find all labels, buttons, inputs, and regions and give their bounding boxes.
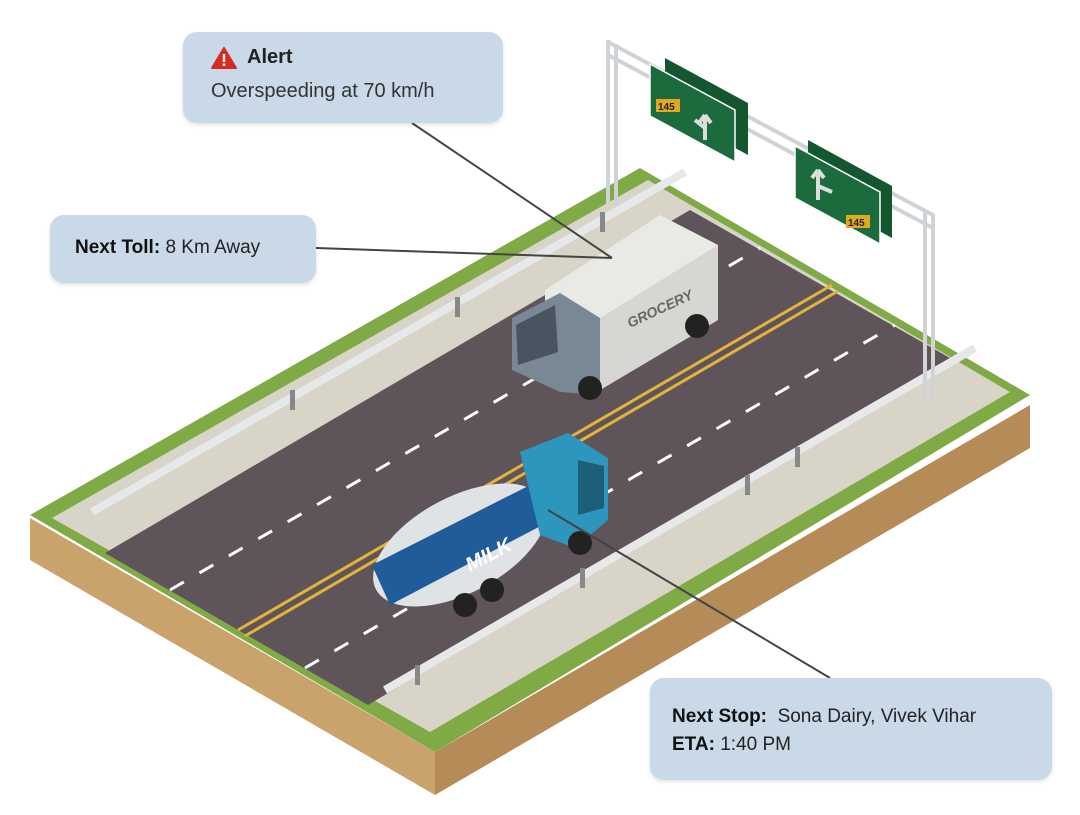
sign-number: 145 — [658, 102, 675, 113]
alert-callout: Alert Overspeeding at 70 km/h — [183, 32, 503, 123]
soil-left-face — [30, 518, 435, 795]
next-stop-label: Next Stop: — [672, 706, 767, 727]
direction-sign-1: 145 — [649, 58, 748, 164]
alert-connector — [411, 122, 613, 259]
alert-message: Overspeeding at 70 km/h — [211, 80, 435, 102]
warning-triangle-icon — [211, 46, 237, 69]
guardrail-left — [90, 168, 687, 516]
eta-value: 1:40 PM — [720, 734, 791, 755]
grocery-truck: GROCERY — [512, 215, 718, 400]
soil-right-face — [435, 405, 1030, 795]
stop-connector — [547, 509, 831, 679]
milk-tanker: MILK — [372, 433, 608, 617]
next-toll-label: Next Toll: — [75, 237, 161, 258]
sign-number: 145 — [848, 218, 865, 229]
toll-connector — [315, 247, 613, 259]
guardrail-right — [382, 344, 978, 694]
next-toll-callout: Next Toll: 8 Km Away — [50, 215, 316, 283]
next-stop-callout: Next Stop: Sona Dairy, Vivek Vihar ETA: … — [650, 678, 1052, 780]
eta-label: ETA: — [672, 734, 715, 755]
alert-title: Alert — [247, 46, 293, 68]
next-stop-value: Sona Dairy, Vivek Vihar — [777, 706, 977, 727]
direction-sign-2: 145 — [794, 140, 892, 246]
next-toll-value: 8 Km Away — [165, 237, 261, 258]
